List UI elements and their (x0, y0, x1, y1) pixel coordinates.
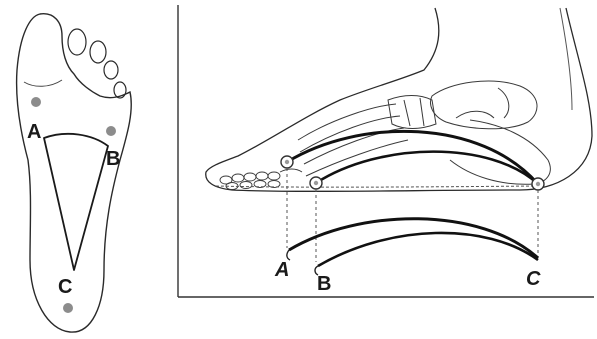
label-sole-b: B (106, 148, 120, 170)
label-sole-a: A (27, 121, 41, 143)
label-side-a: A (274, 259, 289, 281)
big-toe-line (24, 80, 62, 86)
point-a-dot (31, 97, 41, 107)
sole-view: A B C (17, 14, 132, 332)
toe-4 (104, 61, 118, 79)
foot-skin-outline (206, 8, 592, 191)
point-b-dot (106, 126, 116, 136)
toe-2 (68, 29, 86, 55)
foot-point-b-core (314, 181, 318, 185)
point-c-dot (63, 303, 73, 313)
label-sole-c: C (58, 276, 72, 298)
foot-point-a-core (285, 160, 289, 164)
toe-3 (90, 41, 106, 63)
foot-point-c-core (536, 182, 540, 186)
arch-triangle (44, 134, 108, 270)
projected-arch-a-c (289, 219, 538, 258)
label-side-b: B (317, 273, 331, 295)
label-side-c: C (526, 268, 541, 290)
side-view: A B C (178, 5, 594, 297)
